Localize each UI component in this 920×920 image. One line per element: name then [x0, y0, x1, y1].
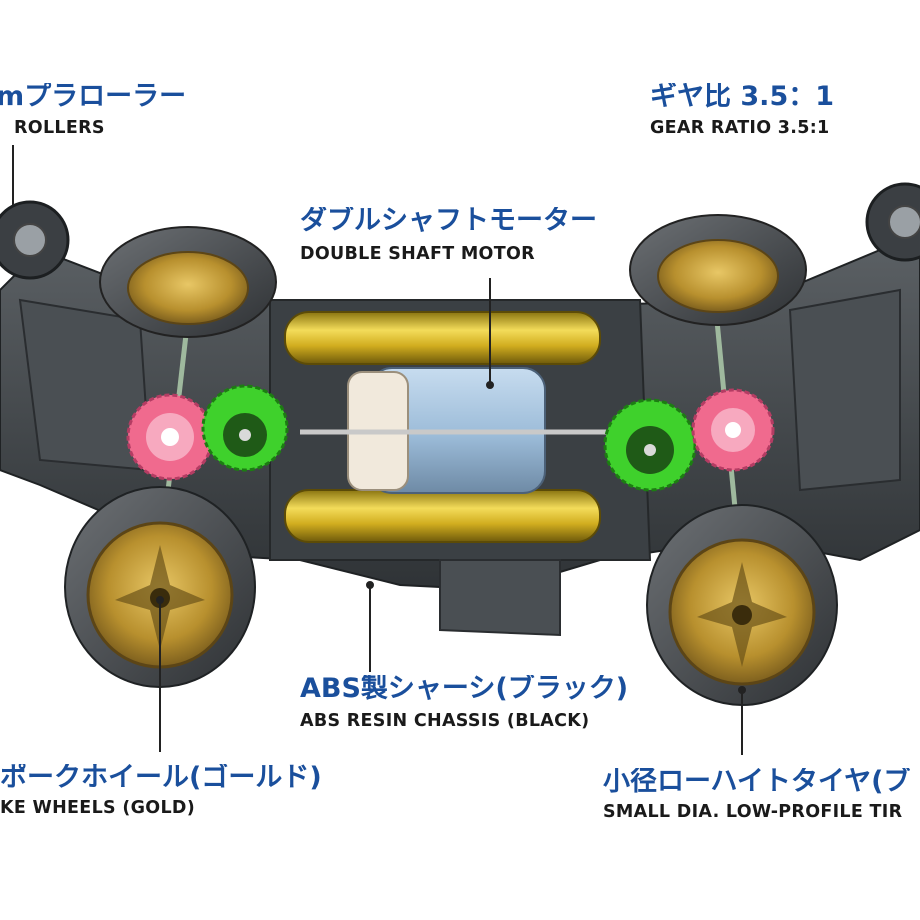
label-wheels-en: KE WHEELS (GOLD) [0, 800, 196, 818]
battery-bottom [284, 489, 601, 543]
roller-left [0, 200, 70, 280]
leader-dot-tires [738, 686, 746, 694]
wheel-rear-bottom [646, 504, 838, 706]
roller-right [865, 182, 920, 262]
wheel-front-bottom [64, 486, 256, 688]
label-gear-ratio-en: GEAR RATIO 3.5:1 [650, 120, 830, 138]
label-wheels-jp: ポークホイール(ゴールド) [0, 764, 322, 791]
label-gear-ratio-jp: ギヤ比 3.5：1 [650, 83, 835, 110]
wheel-rear-top [629, 214, 807, 326]
label-chassis-jp: ABS製シャーシ(ブラック) [300, 675, 629, 702]
leader-dot-motor [486, 381, 494, 389]
counter-gear-front [201, 384, 289, 472]
battery-top [284, 311, 601, 365]
label-tires-en: SMALL DIA. LOW-PROFILE TIR [603, 804, 903, 822]
counter-gear-rear [603, 398, 697, 492]
label-motor-en: DOUBLE SHAFT MOTOR [300, 246, 535, 264]
label-rollers-jp: mプラローラー [0, 83, 187, 110]
crown-gear-rear [691, 388, 775, 472]
label-tires-jp: 小径ローハイトタイヤ(ブ [603, 768, 911, 795]
label-chassis-en: ABS RESIN CHASSIS (BLACK) [300, 713, 590, 731]
label-rollers-en: ROLLERS [14, 120, 105, 138]
motor [300, 367, 620, 494]
leader-dot-chassis [366, 581, 374, 589]
leader-dot-wheels [156, 596, 164, 604]
label-motor-jp: ダブルシャフトモーター [300, 207, 597, 234]
crown-gear-front [126, 393, 214, 481]
leader-lines [12, 145, 746, 755]
wheel-front-top [99, 226, 277, 338]
